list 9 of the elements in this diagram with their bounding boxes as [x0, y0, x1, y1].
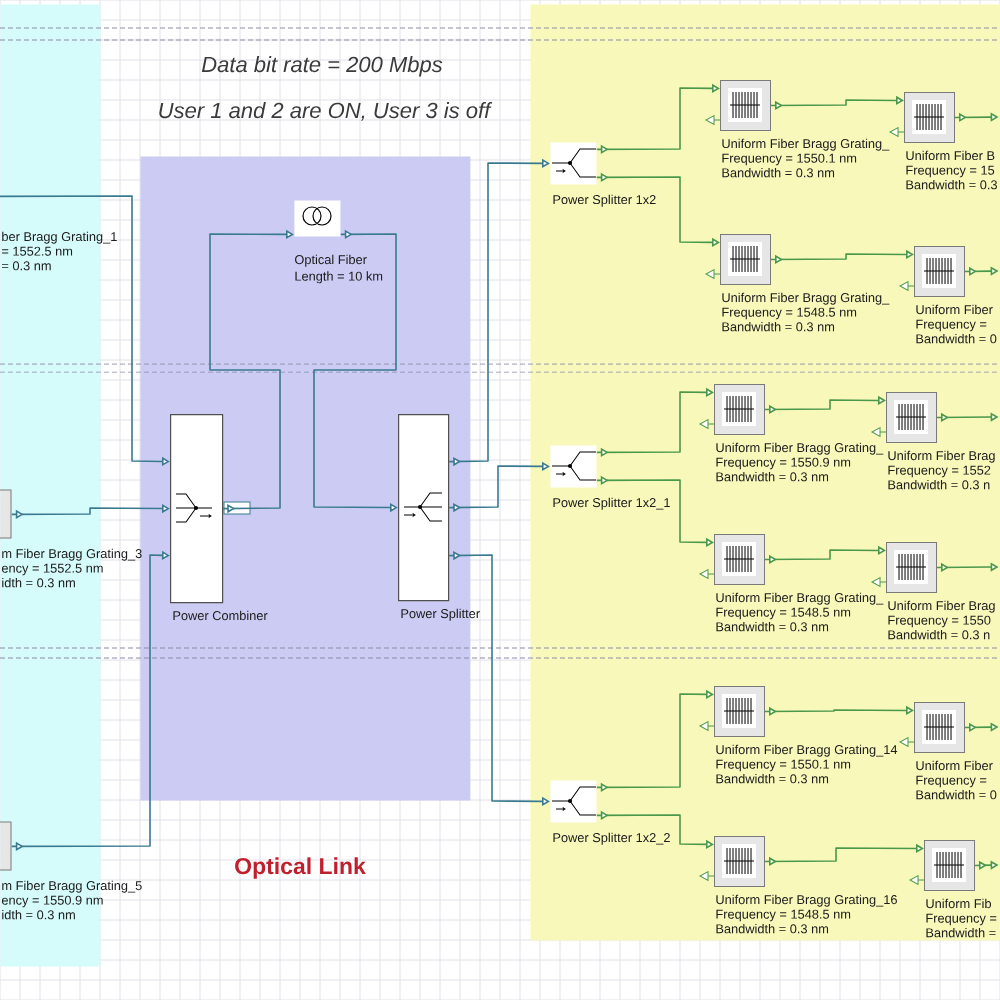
connector — [596, 387, 714, 457]
note-text: Data bit rate = 200 Mbps — [201, 56, 443, 77]
connector — [596, 83, 720, 154]
connector — [11, 503, 170, 519]
connector — [596, 475, 714, 547]
note-text: User 1 and 2 are ON, User 3 is off — [159, 102, 493, 121]
connector — [448, 550, 550, 806]
connector — [596, 689, 714, 792]
group-title: Optical Link — [235, 857, 366, 879]
